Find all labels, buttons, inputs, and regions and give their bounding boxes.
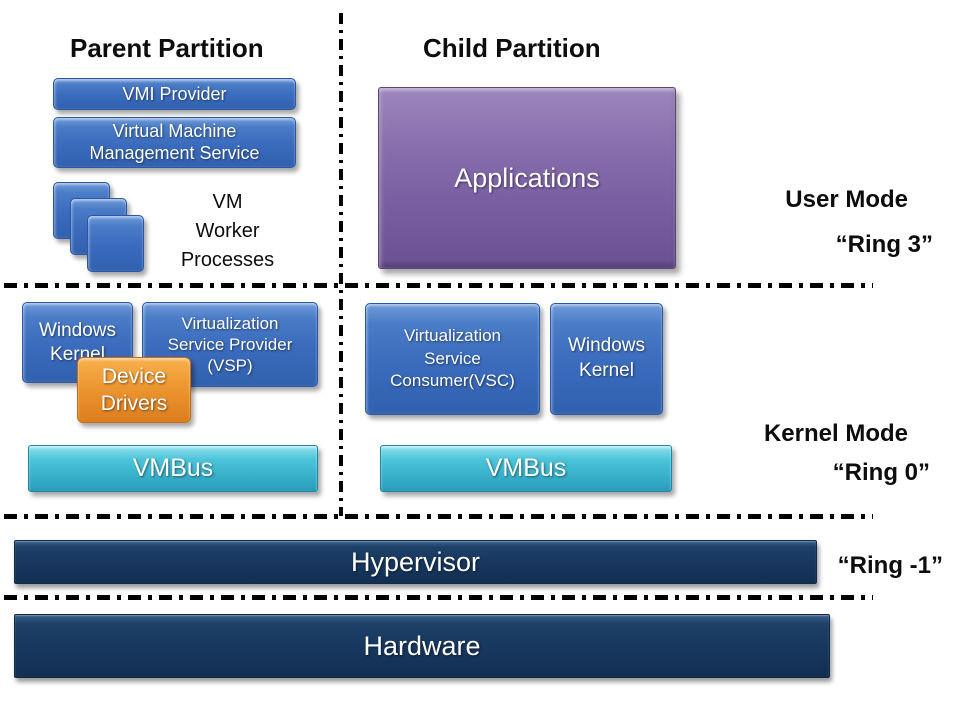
virtualization-service-provider-box: Virtualization Service Provider (VSP): [142, 302, 318, 387]
applications-label: Applications: [454, 162, 600, 193]
ring-minus1-label: “Ring -1”: [837, 552, 943, 579]
partition-divider-line: [339, 13, 343, 516]
vmbus-parent-box: VMBus: [28, 445, 318, 492]
ring0-label: “Ring 0”: [832, 459, 930, 486]
device-drivers-line1: Device: [101, 364, 167, 388]
vmms-label-line1: Virtual Machine: [112, 120, 237, 141]
vmbus-child-box: VMBus: [380, 445, 672, 492]
vm-worker-label-line1: VM: [212, 191, 243, 213]
vsp-label-line2: Service Provider: [167, 334, 293, 354]
vsp-label-line3: (VSP): [207, 356, 253, 376]
vmbus-parent-label: VMBus: [132, 454, 214, 482]
windows-kernel-child-box: Windows Kernel: [550, 303, 663, 415]
vm-management-service-box: Virtual Machine Management Service: [53, 117, 296, 168]
vsp-label-line1: Virtualization: [181, 313, 279, 333]
kernel-mode-label: Kernel Mode: [763, 420, 908, 447]
hypervisor-hardware-divider-line: [4, 595, 873, 600]
vsc-label-line3: Consumer(VSC): [390, 371, 515, 391]
hypervisor-label: Hypervisor: [350, 546, 481, 577]
vmi-provider-label: VMI Provider: [122, 83, 227, 104]
child-partition-title: Child Partition: [423, 33, 601, 63]
vsc-label-line1: Virtualization: [403, 325, 502, 345]
user-kernel-divider-line: [4, 283, 873, 288]
vm-worker-label-line2: Worker: [195, 220, 260, 242]
vm-worker-process-square-front: [87, 215, 144, 272]
vmms-label-line2: Management Service: [89, 142, 260, 163]
windows-kernel-child-line1: Windows: [567, 335, 646, 357]
vmi-provider-box: VMI Provider: [53, 78, 296, 110]
applications-box: Applications: [378, 87, 676, 269]
vmbus-child-label: VMBus: [485, 454, 567, 482]
kernel-hypervisor-divider-line: [4, 514, 873, 519]
vm-worker-processes-label: VM Worker Processes: [178, 188, 277, 275]
virtualization-service-consumer-box: Virtualization Service Consumer(VSC): [365, 303, 540, 415]
ring3-label: “Ring 3”: [835, 231, 933, 258]
user-mode-label: User Mode: [785, 186, 908, 213]
windows-kernel-parent-line1: Windows: [38, 319, 117, 341]
hardware-label: Hardware: [363, 630, 481, 661]
device-drivers-line2: Drivers: [100, 392, 168, 415]
device-drivers-box: Device Drivers: [77, 357, 191, 423]
hardware-bar: Hardware: [14, 614, 830, 678]
windows-kernel-child-line2: Kernel: [579, 360, 634, 381]
vsc-label-line2: Service: [424, 348, 481, 368]
parent-partition-title: Parent Partition: [70, 33, 264, 63]
hypervisor-bar: Hypervisor: [14, 540, 817, 584]
vm-worker-label-line3: Processes: [180, 249, 275, 271]
